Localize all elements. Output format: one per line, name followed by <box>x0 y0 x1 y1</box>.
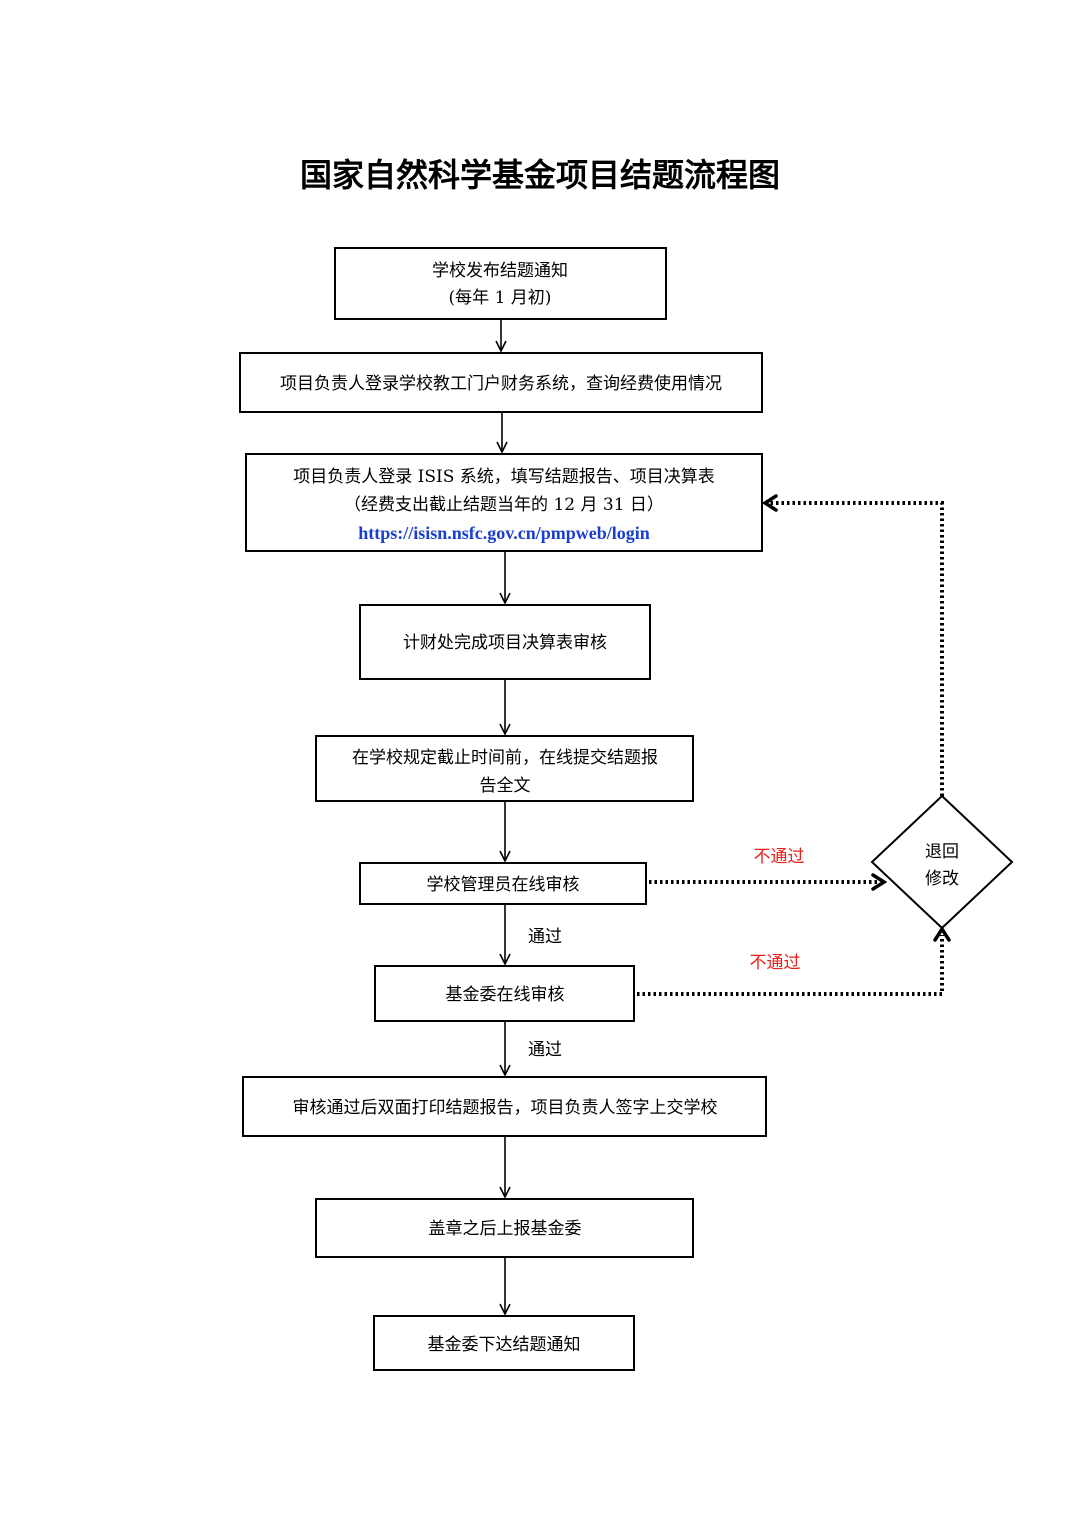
step-final-notice-line1: 基金委下达结题通知 <box>428 1335 581 1355</box>
page-title: 国家自然科学基金项目结题流程图 <box>300 156 780 194</box>
step-stamp-submit: 盖章之后上报基金委 <box>315 1198 694 1258</box>
decision-line1: 退回 <box>925 842 959 862</box>
step-fill-report-line1: 项目负责人登录 ISIS 系统，填写结题报告、项目决算表 <box>293 467 715 487</box>
step-finance-review: 计财处完成项目决算表审核 <box>359 604 651 680</box>
step-school-review-line1: 学校管理员在线审核 <box>427 875 580 895</box>
label-pass-2: 通过 <box>528 1040 562 1060</box>
step-print-sign: 审核通过后双面打印结题报告，项目负责人签字上交学校 <box>242 1076 767 1137</box>
decision-return-revise: 退回 修改 <box>870 794 1014 930</box>
step-school-notice-line2: (每年 1 月初) <box>449 288 552 308</box>
label-pass-1: 通过 <box>528 927 562 947</box>
fail-path-nsfc <box>637 925 951 996</box>
step-nsfc-review: 基金委在线审核 <box>374 965 635 1022</box>
step-fill-report-line2: （经费支出截止结题当年的 12 月 31 日） <box>344 495 664 515</box>
step-school-notice-line1: 学校发布结题通知 <box>432 261 568 281</box>
step-submit-report-line1: 在学校规定截止时间前，在线提交结题报 <box>352 748 658 768</box>
step-school-notice: 学校发布结题通知 (每年 1 月初) <box>334 247 667 320</box>
fail-path-school <box>649 873 888 891</box>
return-path <box>761 494 944 796</box>
step-submit-report: 在学校规定截止时间前，在线提交结题报 告全文 <box>315 735 694 802</box>
isis-login-link[interactable]: https://isisn.nsfc.gov.cn/pmpweb/login <box>358 523 650 543</box>
step-query-funds-line1: 项目负责人登录学校教工门户财务系统，查询经费使用情况 <box>280 373 722 394</box>
step-final-notice: 基金委下达结题通知 <box>373 1315 635 1371</box>
step-submit-report-line2: 告全文 <box>480 776 531 796</box>
label-fail-1: 不通过 <box>754 847 805 867</box>
step-print-sign-line1: 审核通过后双面打印结题报告，项目负责人签字上交学校 <box>293 1098 718 1118</box>
step-nsfc-review-line1: 基金委在线审核 <box>446 985 565 1005</box>
step-school-review: 学校管理员在线审核 <box>359 862 647 905</box>
step-fill-report: 项目负责人登录 ISIS 系统，填写结题报告、项目决算表 （经费支出截止结题当年… <box>245 453 763 552</box>
step-finance-review-line1: 计财处完成项目决算表审核 <box>403 633 607 653</box>
step-query-funds: 项目负责人登录学校教工门户财务系统，查询经费使用情况 <box>239 352 763 413</box>
step-stamp-submit-line1: 盖章之后上报基金委 <box>429 1219 582 1239</box>
decision-line2: 修改 <box>925 869 959 889</box>
label-fail-2: 不通过 <box>750 953 801 973</box>
